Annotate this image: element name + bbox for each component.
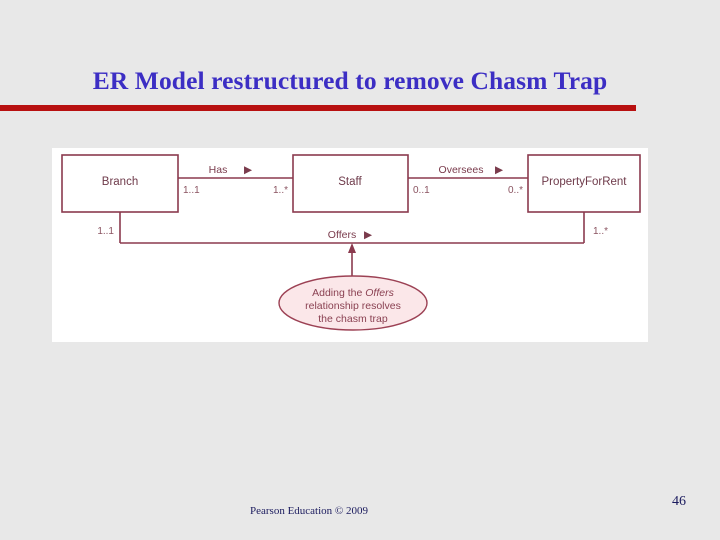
note-line-1-prefix: Adding the: [312, 287, 365, 299]
note-line-1-emphasis: Offers: [365, 287, 394, 299]
title-underline-rule: [0, 105, 636, 111]
relationship-arrow-oversees-icon: ▶: [495, 164, 504, 176]
entity-label-propertyforrent: PropertyForRent: [541, 176, 627, 188]
entity-box-staff: [292, 154, 409, 213]
relationship-arrow-offers-icon: ▶: [364, 229, 373, 241]
cardinality-branch-offers: 1..1: [97, 226, 114, 237]
footer-credit: Pearson Education © 2009: [250, 505, 369, 517]
cardinality-staff-has: 1..*: [273, 185, 288, 196]
cardinality-staff-oversees: 0..1: [413, 185, 430, 196]
entity-label-branch: Branch: [102, 176, 138, 188]
callout-arrow-head-icon: [348, 243, 356, 253]
relationship-label-oversees: Oversees: [439, 164, 484, 176]
slide-number: 46: [672, 494, 686, 509]
er-diagram-panel: Branch Staff PropertyForRent Has ▶ 1..1 …: [52, 148, 648, 342]
title-block: ER Model restructured to remove Chasm Tr…: [0, 66, 720, 112]
note-line-2: relationship resolves: [305, 300, 401, 312]
relationship-label-offers: Offers: [328, 229, 356, 241]
relationship-arrow-has-icon: ▶: [244, 164, 253, 176]
page-title: ER Model restructured to remove Chasm Tr…: [92, 66, 608, 95]
note-line-3: the chasm trap: [318, 313, 388, 325]
note-line-1: Adding the Offers: [312, 287, 394, 299]
er-diagram: Branch Staff PropertyForRent Has ▶ 1..1 …: [61, 154, 641, 331]
cardinality-branch-has: 1..1: [183, 185, 200, 196]
cardinality-property-offers: 1..*: [593, 226, 608, 237]
relationship-label-has: Has: [209, 164, 228, 176]
entity-box-propertyforrent: [527, 154, 641, 213]
cardinality-property-oversees: 0..*: [508, 185, 523, 196]
entity-label-staff: Staff: [338, 176, 362, 188]
note-ellipse: [278, 275, 428, 331]
entity-box-branch: [61, 154, 179, 213]
